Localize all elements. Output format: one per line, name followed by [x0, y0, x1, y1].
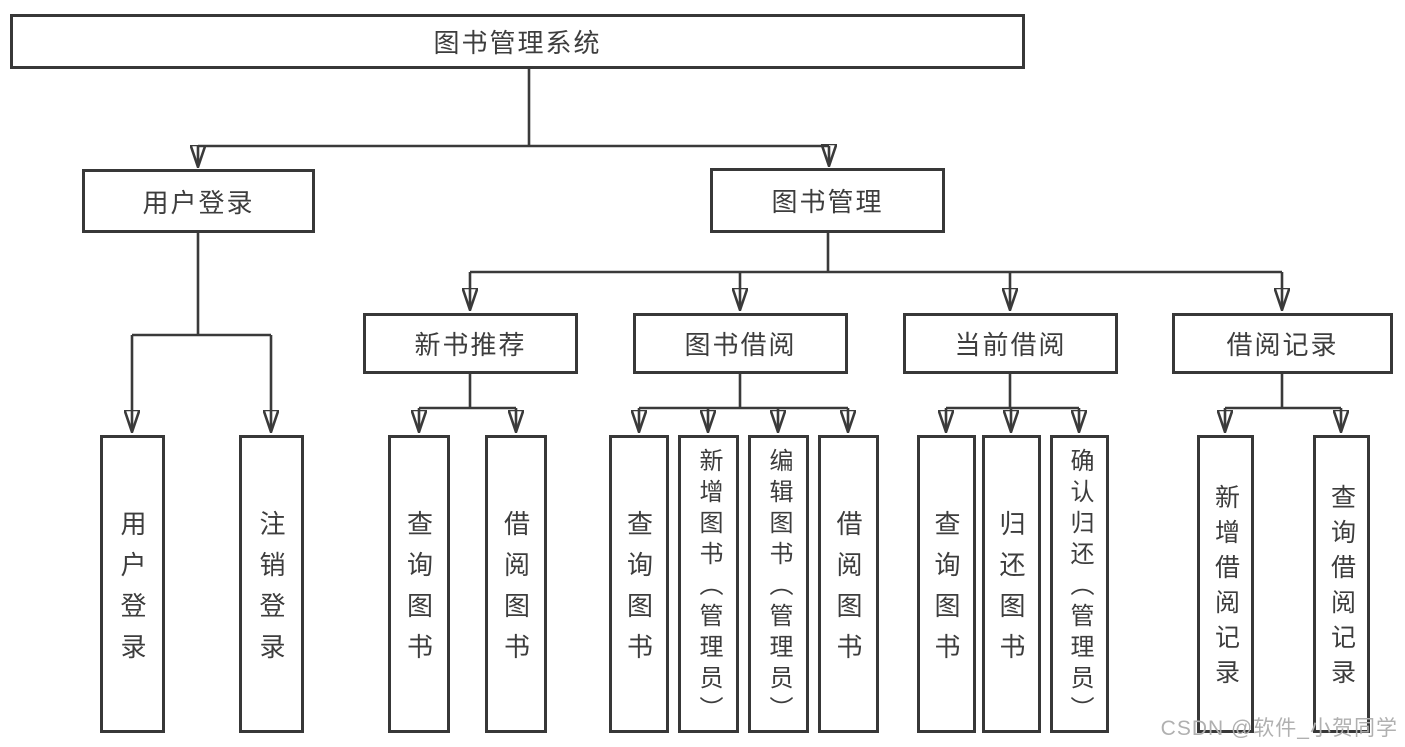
node-label: 图书管理: [771, 187, 884, 217]
node-label: 新书推荐: [414, 330, 527, 360]
node-label: 查询图书: [931, 509, 961, 674]
node-book-management-module: 图书管理: [710, 168, 945, 233]
node-label: 借阅记录: [1226, 330, 1339, 360]
node-label: 借阅图书: [833, 509, 863, 674]
leaf-logout: 注销登录: [239, 435, 304, 733]
node-label: 用户登录: [142, 187, 255, 218]
node-label: 借阅图书: [500, 509, 531, 674]
node-borrow-records: 借阅记录: [1172, 313, 1393, 374]
node-label: 图书借阅: [684, 330, 797, 360]
node-label: 当前借阅: [954, 330, 1067, 360]
node-label: 查询图书: [623, 509, 654, 674]
leaf-borrow-books: 借阅图书: [818, 435, 879, 733]
node-book-borrowing: 图书借阅: [633, 313, 848, 374]
leaf-add-books-admin: 新增图书（管理员）: [678, 435, 739, 733]
node-label: 注销登录: [256, 509, 286, 674]
node-label: 图书管理系统: [433, 28, 602, 58]
leaf-user-login: 用户登录: [100, 435, 165, 733]
leaf-add-borrow-record: 新增借阅记录: [1197, 435, 1254, 733]
leaf-edit-books-admin: 编辑图书（管理员）: [748, 435, 809, 733]
leaf-return-books: 归还图书: [982, 435, 1041, 733]
node-label: 查询图书: [403, 509, 434, 674]
node-label: 新增借阅记录: [1211, 484, 1240, 694]
node-label: 查询借阅记录: [1327, 484, 1356, 694]
leaf-query-books-borrowing: 查询图书: [609, 435, 669, 733]
csdn-watermark: CSDN @软件_小贺同学: [1160, 717, 1398, 740]
node-current-borrowing: 当前借阅: [903, 313, 1118, 374]
leaf-query-books-recommend: 查询图书: [388, 435, 450, 733]
node-label: 用户登录: [117, 509, 147, 674]
node-label: 确认归还（管理员）: [1066, 448, 1093, 727]
node-label: 新增图书（管理员）: [695, 448, 722, 727]
node-new-book-recommend: 新书推荐: [363, 313, 578, 374]
node-root-library-system: 图书管理系统: [10, 14, 1025, 69]
node-label: 编辑图书（管理员）: [765, 448, 792, 727]
leaf-borrow-books-recommend: 借阅图书: [485, 435, 547, 733]
node-label: 归还图书: [996, 509, 1026, 674]
leaf-query-books-current: 查询图书: [917, 435, 976, 733]
leaf-confirm-return-admin: 确认归还（管理员）: [1050, 435, 1109, 733]
node-user-login-module: 用户登录: [82, 169, 315, 233]
leaf-query-borrow-record: 查询借阅记录: [1313, 435, 1370, 733]
